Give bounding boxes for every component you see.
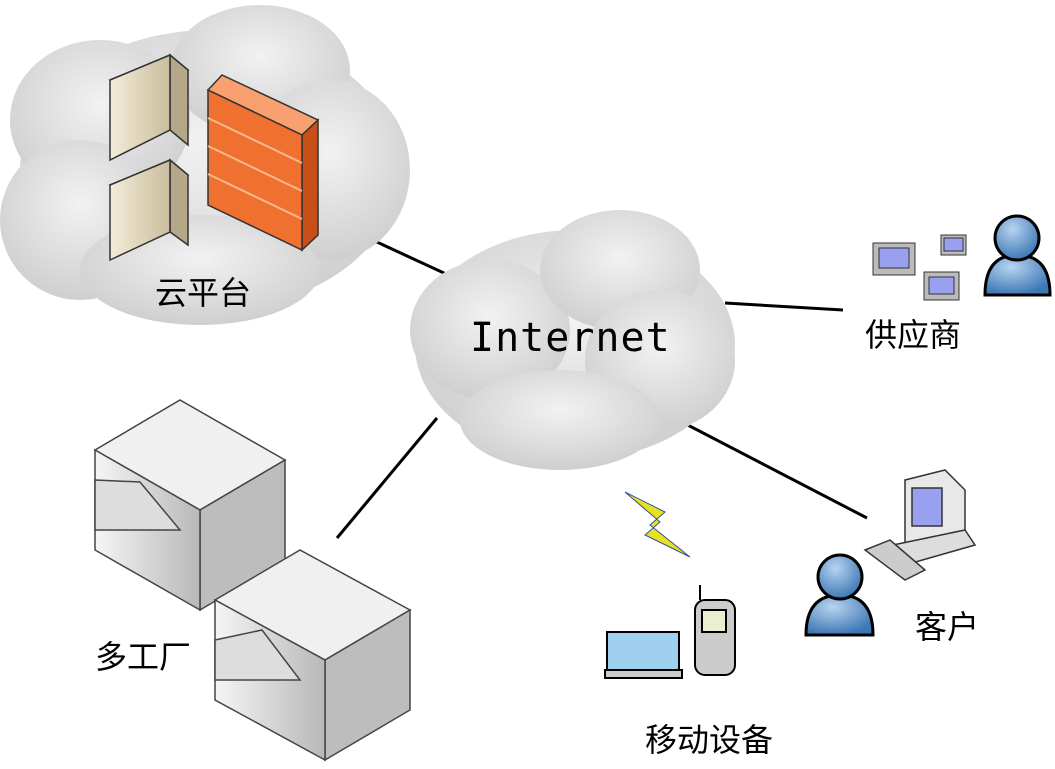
- server-icon: [108, 53, 190, 262]
- internet-cloud: [410, 210, 735, 470]
- lightning-icon: [624, 491, 691, 558]
- mobile-device-icon: [604, 585, 736, 679]
- customer-user-icon: [804, 553, 875, 637]
- internet-label: Internet: [470, 315, 671, 361]
- customer-label: 客户: [915, 608, 980, 646]
- mobile-label: 移动设备: [645, 721, 774, 759]
- firewall-icon: [206, 74, 320, 252]
- factories-label: 多工厂: [95, 638, 192, 676]
- cloud-platform-label: 云平台: [155, 274, 252, 312]
- workstation-icons: [872, 234, 967, 301]
- supplier-user-icon: [983, 214, 1052, 297]
- customer-computer-icon: [863, 469, 977, 581]
- supplier-label: 供应商: [865, 316, 962, 354]
- factory-icon: [93, 399, 412, 762]
